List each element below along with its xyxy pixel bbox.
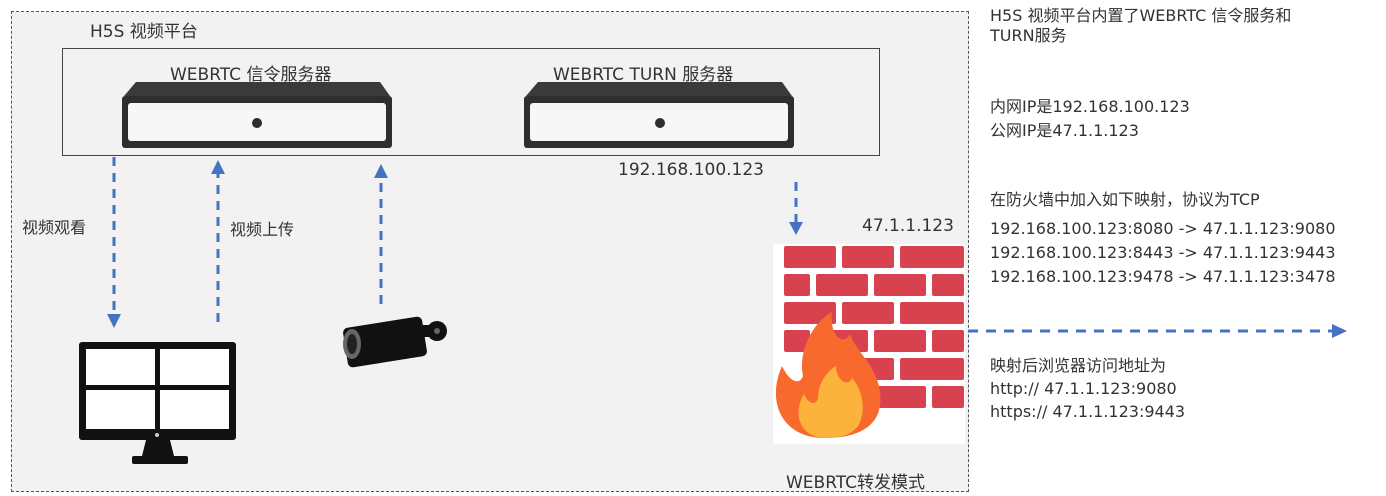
access-http: http:// 47.1.1.123:9080 [990, 379, 1177, 398]
mode-label: WEBRTC转发模式 [786, 473, 926, 493]
intro-line-1: H5S 视频平台内置了WEBRTC 信令服务和 [990, 6, 1292, 25]
signal-server-label: WEBRTC 信令服务器 [170, 65, 332, 85]
monitor-icon [79, 342, 236, 464]
mapping-line-2: 192.168.100.123:8443 -> 47.1.1.123:9443 [990, 243, 1336, 262]
camera-upload-arrow [374, 164, 388, 304]
internet-arrow [968, 324, 1347, 338]
camera-icon [343, 316, 447, 368]
private-ip-note: 内网IP是192.168.100.123 [990, 97, 1190, 116]
firewall-icon [773, 244, 965, 444]
mapping-title: 在防火墙中加入如下映射，协议为TCP [990, 190, 1260, 209]
mapping-line-3: 192.168.100.123:9478 -> 47.1.1.123:3478 [990, 267, 1336, 286]
access-https: https:// 47.1.1.123:9443 [990, 402, 1186, 421]
upload-arrow [211, 160, 225, 322]
upload-arrow-label: 视频上传 [230, 220, 295, 239]
turn-server-icon [524, 82, 794, 148]
firewall-public-ip: 47.1.1.123 [862, 216, 954, 236]
turn-server-ip: 192.168.100.123 [618, 160, 765, 180]
intro-line-2: TURN服务 [990, 26, 1067, 45]
access-title: 映射后浏览器访问地址为 [990, 356, 1167, 375]
turn-server-label: WEBRTC TURN 服务器 [553, 65, 734, 85]
mapping-line-1: 192.168.100.123:8080 -> 47.1.1.123:9080 [990, 219, 1336, 238]
public-ip-note: 公网IP是47.1.1.123 [990, 121, 1139, 140]
signal-server-icon [122, 82, 392, 148]
watch-arrow-label: 视频观看 [22, 218, 87, 237]
turn-to-firewall-arrow [789, 182, 803, 235]
watch-arrow [107, 157, 121, 328]
platform-title: H5S 视频平台 [90, 22, 198, 42]
